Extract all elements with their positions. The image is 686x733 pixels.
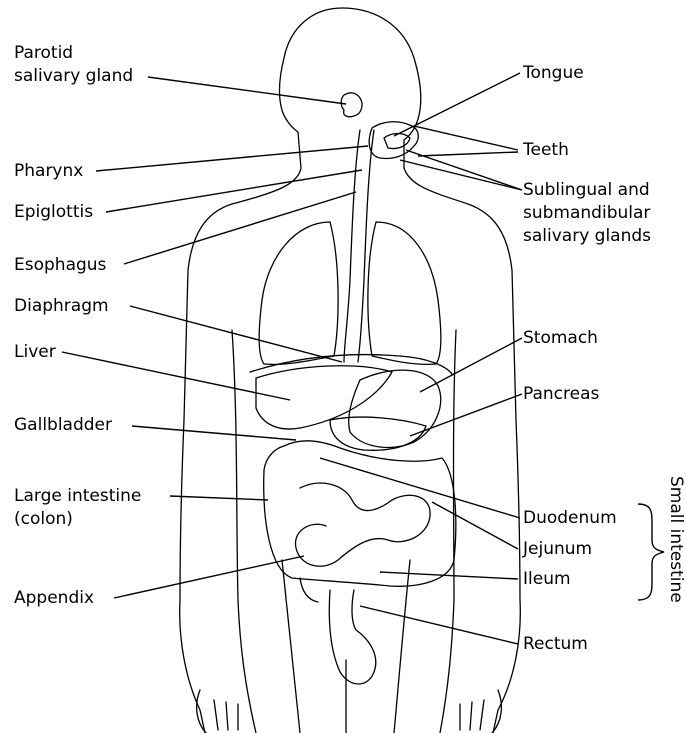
- label-pharynx: Pharynx: [14, 160, 83, 183]
- label-parotid-line2: salivary gland: [14, 65, 133, 88]
- leader-diaphragm: [130, 306, 342, 362]
- leader-large-intestine: [170, 496, 268, 500]
- label-esophagus: Esophagus: [14, 254, 106, 277]
- parotid-gland: [341, 93, 362, 117]
- pancreas-shape: [330, 417, 426, 450]
- label-jejunum: Jejunum: [523, 538, 592, 561]
- leader-pharynx: [96, 146, 368, 171]
- leader-ileum: [380, 572, 518, 579]
- label-teeth: Teeth: [523, 139, 569, 162]
- label-large-intestine-line1: Large intestine: [14, 485, 141, 508]
- label-liver: Liver: [14, 341, 56, 364]
- leader-sublingual-2: [400, 160, 522, 190]
- esophagus-tube: [344, 130, 374, 362]
- leader-liver: [62, 352, 290, 400]
- rectum-shape: [329, 590, 375, 684]
- label-parotid-line1: Parotid: [14, 42, 133, 65]
- label-parotid: Parotid salivary gland: [14, 42, 133, 88]
- small-intestine-coils: [295, 483, 430, 566]
- label-sublingual-line3: salivary glands: [523, 225, 651, 248]
- leader-tongue: [394, 73, 520, 136]
- label-ileum: Ileum: [523, 568, 571, 591]
- right-lung: [368, 222, 441, 364]
- leader-sublingual-1: [406, 150, 522, 190]
- label-large-intestine-line2: (colon): [14, 508, 141, 531]
- leader-teeth-2: [418, 152, 518, 156]
- label-appendix: Appendix: [14, 587, 94, 610]
- label-gallbladder: Gallbladder: [14, 414, 112, 437]
- label-stomach: Stomach: [523, 327, 598, 350]
- label-tongue: Tongue: [523, 62, 584, 85]
- label-rectum: Rectum: [523, 633, 588, 656]
- large-intestine: [264, 441, 456, 586]
- leader-gallbladder: [132, 426, 296, 440]
- left-hand: [197, 690, 238, 733]
- leader-teeth-1: [414, 126, 518, 150]
- label-epiglottis: Epiglottis: [14, 201, 93, 224]
- leader-pancreas: [410, 394, 522, 436]
- small-intestine-bracket: [638, 504, 664, 600]
- leader-duodenum: [320, 458, 520, 518]
- appendix-shape: [300, 578, 318, 602]
- label-large-intestine: Large intestine (colon): [14, 485, 141, 531]
- label-sublingual-line1: Sublingual and: [523, 179, 651, 202]
- label-duodenum: Duodenum: [523, 507, 617, 530]
- label-small-intestine-group: Small intestine: [666, 476, 686, 603]
- tongue-shape: [384, 134, 410, 149]
- right-arm-inner: [440, 330, 456, 733]
- leader-appendix: [114, 556, 304, 598]
- leader-stomach: [420, 338, 522, 392]
- leader-epiglottis: [106, 170, 362, 212]
- right-hand: [460, 690, 501, 733]
- leader-jejunum: [432, 502, 518, 549]
- label-pancreas: Pancreas: [523, 383, 599, 406]
- leader-rectum: [360, 606, 518, 644]
- label-diaphragm: Diaphragm: [14, 295, 109, 318]
- label-sublingual-line2: submandibular: [523, 202, 651, 225]
- label-sublingual: Sublingual and submandibular salivary gl…: [523, 179, 651, 248]
- body-outline: [180, 8, 342, 733]
- leader-parotid: [148, 77, 346, 104]
- stomach-shape: [349, 370, 441, 447]
